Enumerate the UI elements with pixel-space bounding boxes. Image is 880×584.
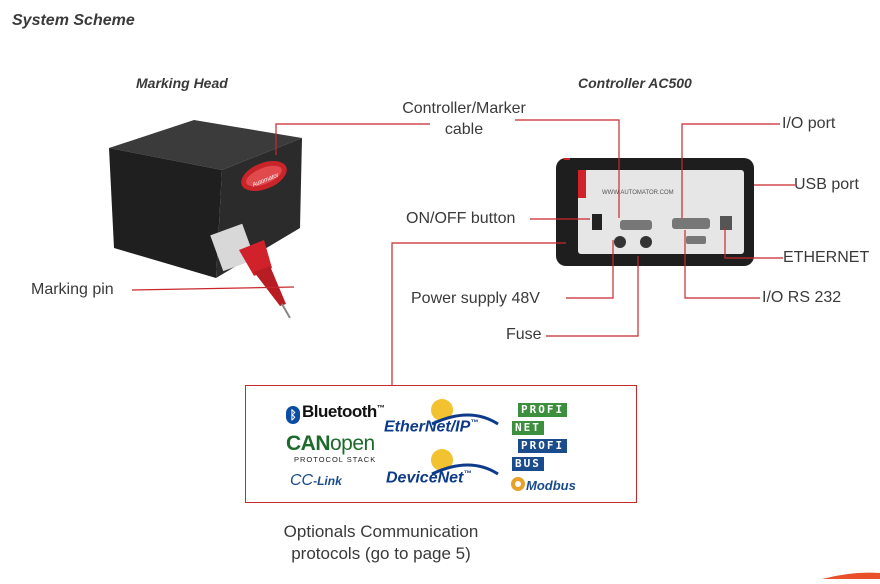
- ethernet-leader: [724, 228, 783, 259]
- power-leader: [566, 240, 614, 299]
- canopen-logo: CANopen: [286, 432, 375, 455]
- canopen-subtitle: PROTOCOL STACK: [294, 455, 377, 464]
- marking-head-image: Automator: [104, 108, 304, 319]
- cable-leader-controller: [515, 119, 620, 218]
- ethernetip-globe-icon: [430, 398, 500, 443]
- power-supply-label: Power supply 48V: [411, 290, 540, 307]
- corner-accent: [822, 566, 880, 584]
- devicenet-globe-icon: [430, 448, 500, 493]
- controller-title: Controller AC500: [578, 75, 692, 91]
- marking-head-title: Marking Head: [136, 75, 228, 91]
- on-off-label: ON/OFF button: [406, 210, 516, 227]
- marking-pin-label: Marking pin: [31, 281, 114, 298]
- protocols-leader: [391, 242, 566, 385]
- rs232-leader: [684, 230, 760, 299]
- usb-port-label: USB port: [794, 176, 859, 193]
- io-rs232-label: I/O RS 232: [762, 289, 842, 306]
- marking-pin-leader: [131, 286, 295, 291]
- ethernetip-logo: EtherNet/IP™: [384, 418, 479, 436]
- cable-label: Controller/Marker cable: [402, 100, 526, 138]
- devicenet-logo: DeviceNet™: [386, 469, 472, 487]
- fuse-leader: [546, 256, 639, 337]
- fuse-label: Fuse: [506, 326, 542, 343]
- page-title: System Scheme: [12, 12, 135, 29]
- optional-protocols-caption: Optionals Communication protocols (go to…: [283, 522, 479, 563]
- profinet-logo: PROFI NET: [512, 400, 568, 436]
- modbus-logo: Modbus: [526, 478, 576, 493]
- profibus-logo: PROFI BUS: [512, 436, 568, 472]
- io-port-label: I/O port: [782, 115, 836, 132]
- io-port-leader: [681, 123, 780, 218]
- modbus-gear-icon: [510, 476, 526, 497]
- cable-leader: [275, 123, 430, 155]
- bluetooth-icon: ᛒ: [286, 406, 300, 424]
- cclink-logo: CC-Link: [290, 472, 342, 489]
- controller-brand: WWW.AUTOMATOR.COM: [602, 190, 674, 196]
- ethernet-label: ETHERNET: [783, 249, 870, 266]
